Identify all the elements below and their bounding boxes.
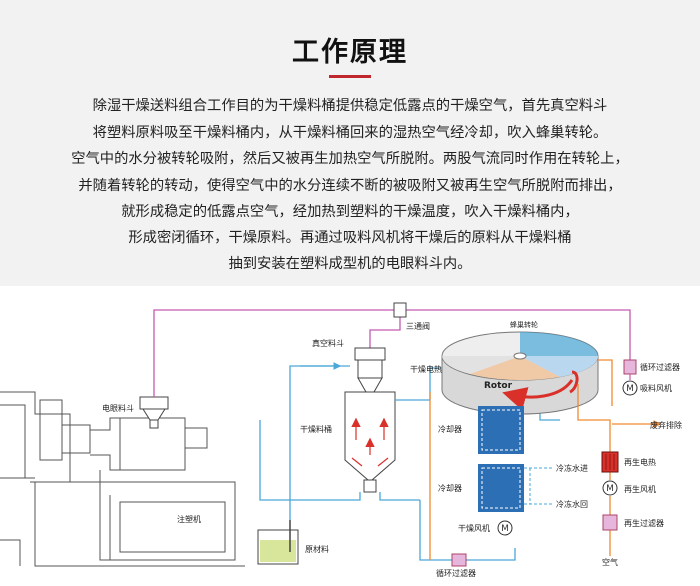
paragraph-line: 形成密闭循环，干燥原料。再通过吸料风机将干燥后的原料从干燥料桶 [128,230,572,246]
label-raw-material: 原材料 [305,544,329,554]
raw-material-box [257,520,299,565]
header-section: 工作原理 除湿干燥送料组合工作目的为干燥料桶提供稳定低露点的干燥空气，首先真空料… [0,0,700,286]
label-dryer-bin: 干燥料桶 [300,424,332,434]
paragraph-line: 并随着转轮的转动，使得空气中的水分连续不断的被吸附又被再生空气所脱附而排出， [78,178,622,194]
label-dry-fan: 干燥风机 [458,523,490,533]
regen-fan-symbol: M [606,484,614,494]
label-regen-heater: 再生电热 [624,457,656,467]
loop-filter-right [623,359,637,375]
label-honeycomb-wheel: 蜂巢转轮 [510,320,538,329]
label-loop-filter-right: 循环过滤器 [640,362,680,372]
label-suction-fan: 吸料风机 [640,383,672,393]
rotor-wheel [441,331,599,415]
paragraph-line: 空气中的水分被转轮吸附，然后又被再生加热空气所脱附。两股气流同时作用在转轮上， [71,151,629,167]
label-regen-filter: 再生过滤器 [624,518,664,528]
eye-hopper [139,396,169,429]
label-three-way-valve: 三通阀 [406,321,430,331]
label-loop-filter-bottom: 循环过滤器 [436,568,476,578]
title-underline [329,75,371,78]
chilled-water-lines [524,467,552,505]
cooler-lower [478,464,524,512]
paragraph-line: 就形成稳定的低露点空气，经加热到塑料的干燥温度，吹入干燥料桶内， [121,204,579,220]
dryer-bin-airflow [351,417,389,467]
label-chilled-water-in: 冷冻水进 [556,463,588,473]
cooler-upper [478,406,524,454]
page-title: 工作原理 [292,37,408,68]
label-cooler-lower: 冷却器 [438,483,462,493]
label-dry-heater: 干燥电热 [410,364,442,374]
dryer-bin [344,391,396,493]
dry-fan-symbol: M [501,524,509,534]
loop-filter-bottom [451,553,467,567]
process-diagram: 注塑机 电眼料斗 三通阀 真空料斗 干燥料桶 原材料 [0,286,700,586]
label-eye-hopper: 电眼料斗 [102,403,134,413]
label-chilled-water-out: 冷冻水回 [556,499,588,509]
label-rotor: Rotor [484,381,513,391]
label-injection-machine: 注塑机 [177,514,201,524]
suction-fan: M [622,380,638,396]
paragraph-line: 将塑料原料吸至干燥料桶内，从干燥料桶回来的湿热空气经冷却，吹入蜂巢转轮。 [92,125,608,141]
label-regen-fan: 再生风机 [624,484,656,494]
three-way-valve [393,302,407,318]
label-cooler-upper: 冷却器 [438,424,462,434]
paragraph-line: 除湿干燥送料组合工作目的为干燥料桶提供稳定低露点的干燥空气，首先真空料斗 [92,98,608,114]
vacuum-hopper [354,347,386,393]
label-exhaust: 废弃排除 [650,420,682,430]
dry-fan: M [497,520,513,536]
label-vacuum-hopper: 真空料斗 [312,338,344,348]
vacuum-line [153,309,631,397]
injection-machine [0,391,245,567]
regen-filter [602,514,618,531]
label-air: 空气 [602,557,618,567]
regen-heater [601,451,619,473]
suction-fan-symbol: M [626,384,634,394]
paragraph-line: 抽到安装在塑料成型机的电眼料斗内。 [228,256,472,272]
regen-fan: M [602,480,618,496]
regen-air-lines [429,359,613,560]
